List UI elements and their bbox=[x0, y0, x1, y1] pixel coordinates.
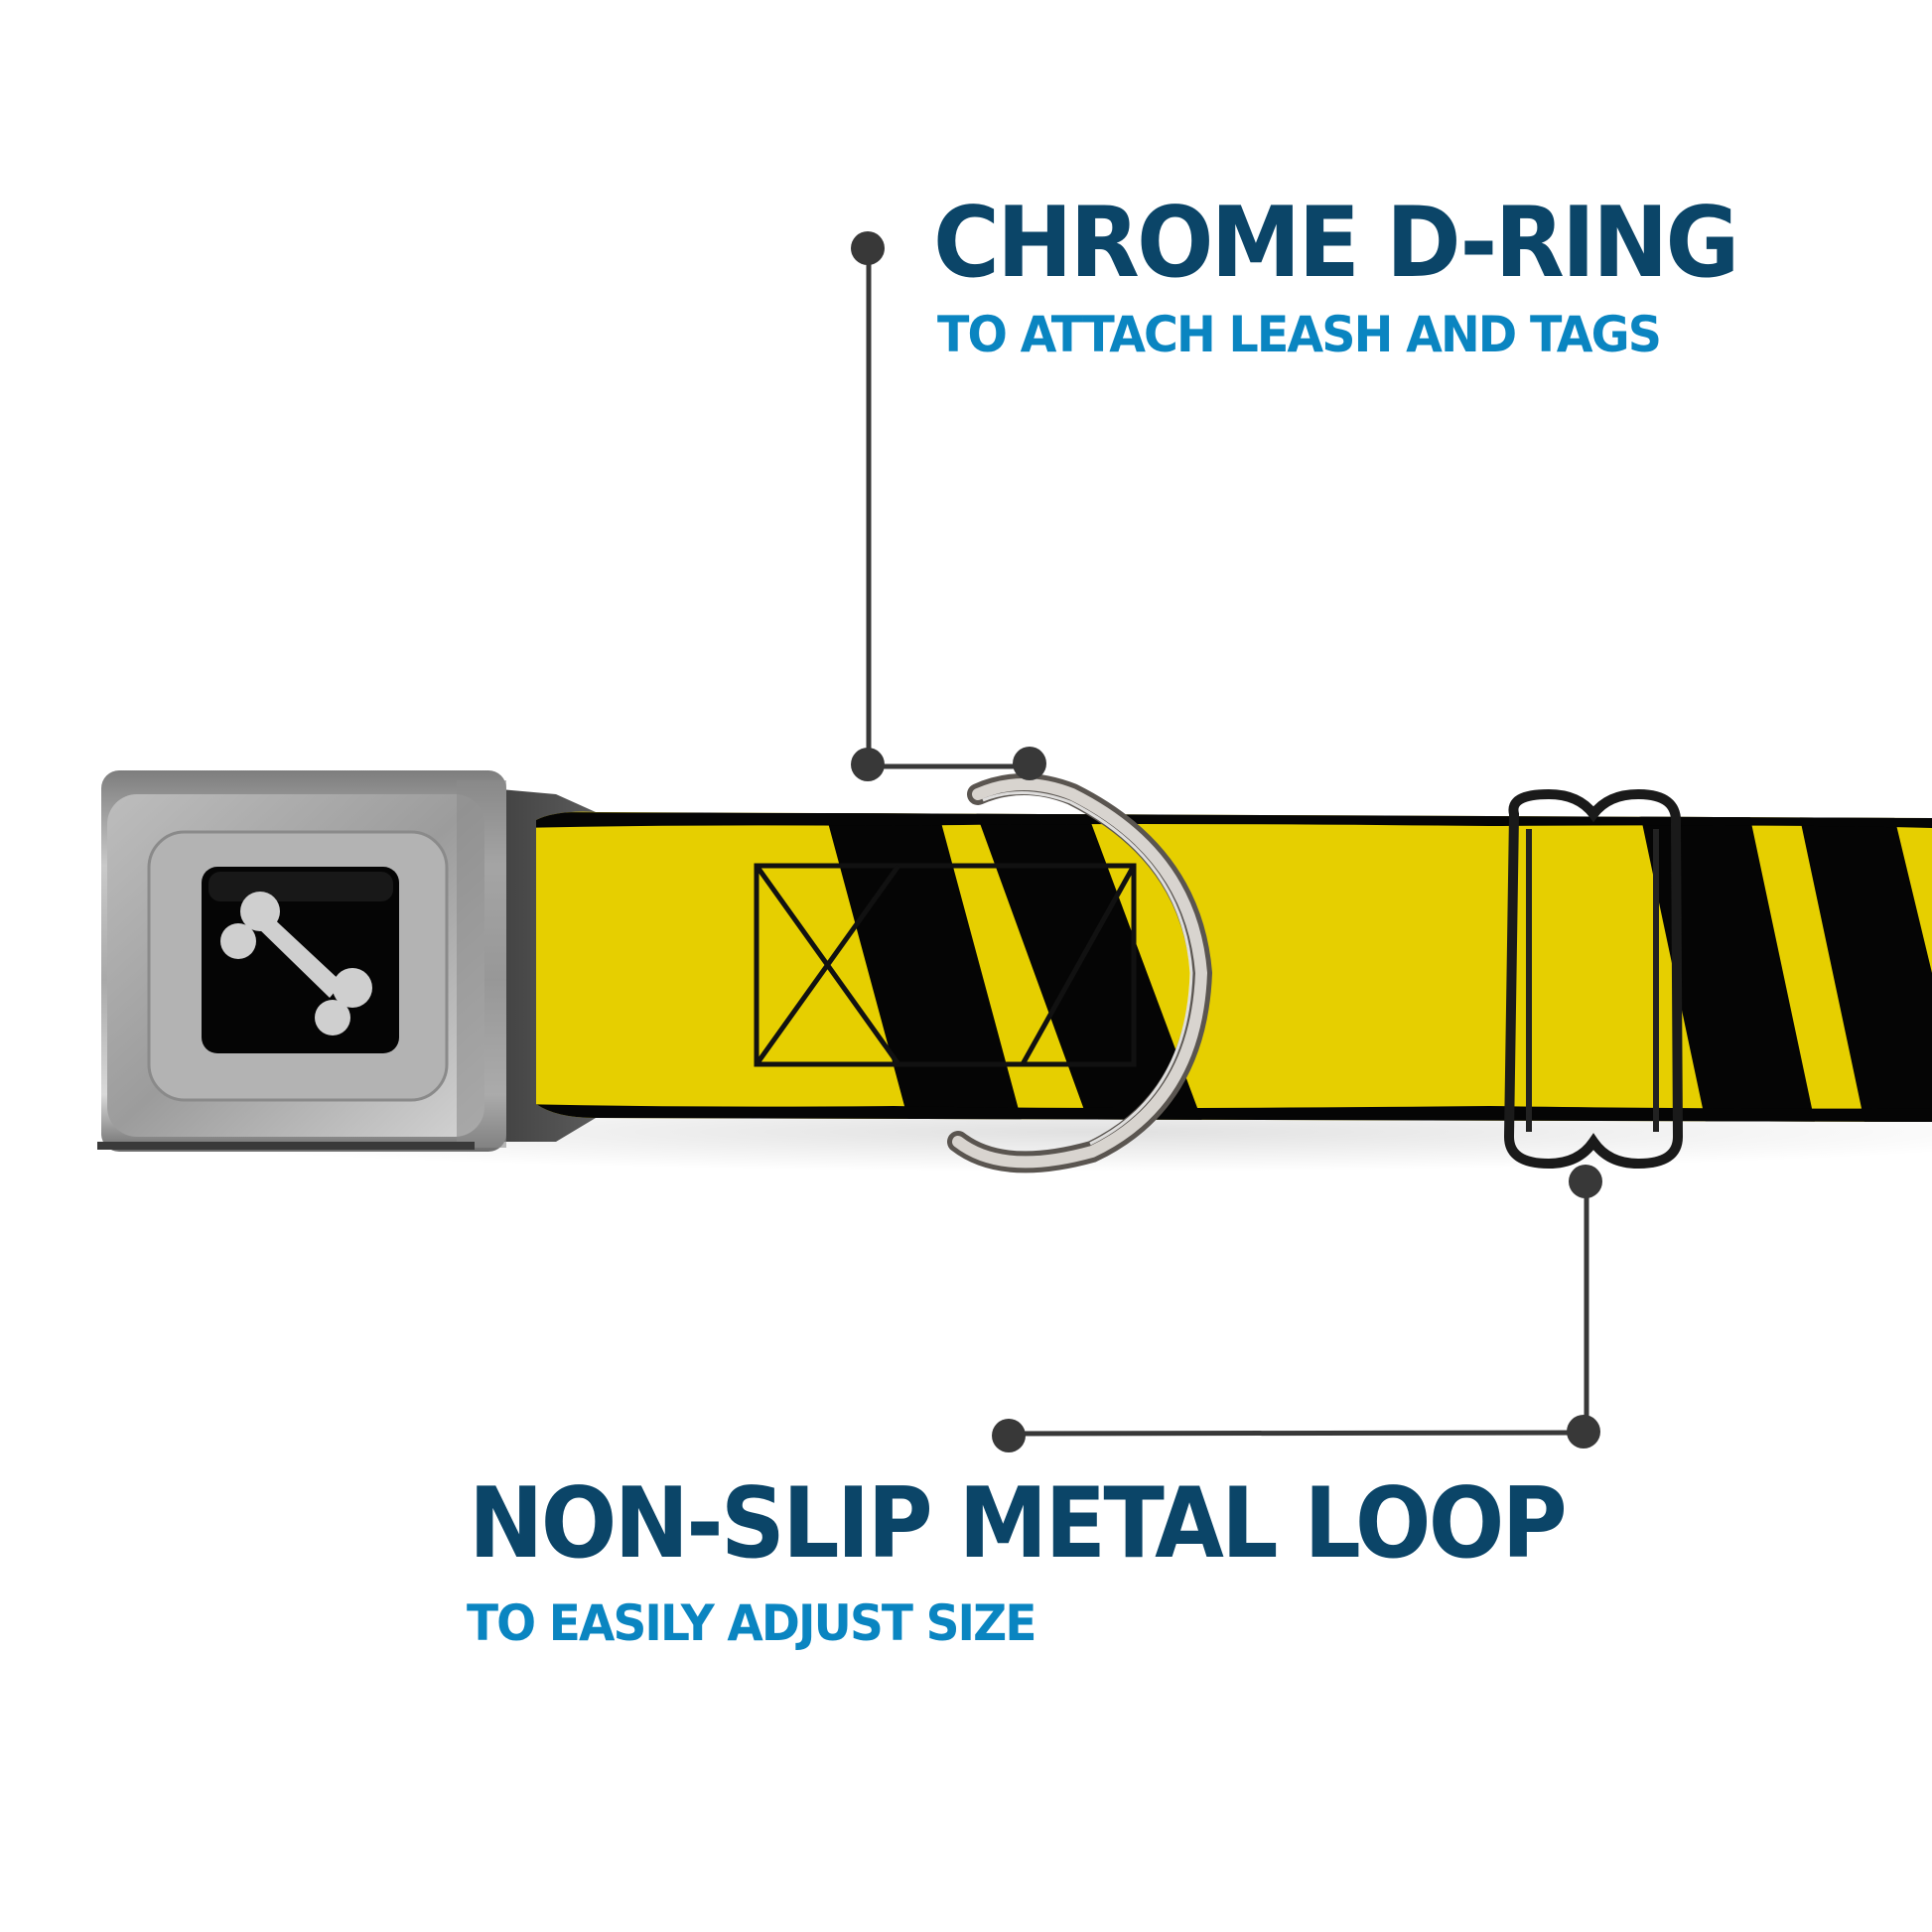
chrome-d-ring bbox=[947, 773, 1213, 1173]
collar-strap bbox=[536, 811, 1932, 1122]
d-ring-connector bbox=[851, 231, 1046, 781]
metal-loop-callout-title: NON-SLIP METAL LOOP bbox=[469, 1467, 1568, 1581]
metal-loop-callout-subtitle: TO EASILY ADJUST SIZE bbox=[467, 1594, 1036, 1652]
stitch-box bbox=[754, 863, 1137, 1067]
loop-connector bbox=[992, 1165, 1602, 1452]
dog-bone-icon bbox=[220, 892, 372, 1035]
seatbelt-buckle[interactable] bbox=[97, 770, 506, 1152]
d-ring-callout-title: CHROME D-RING bbox=[933, 187, 1739, 300]
d-ring-callout-subtitle: TO ATTACH LEASH AND TAGS bbox=[937, 306, 1662, 363]
slide-loop bbox=[1503, 788, 1684, 1170]
